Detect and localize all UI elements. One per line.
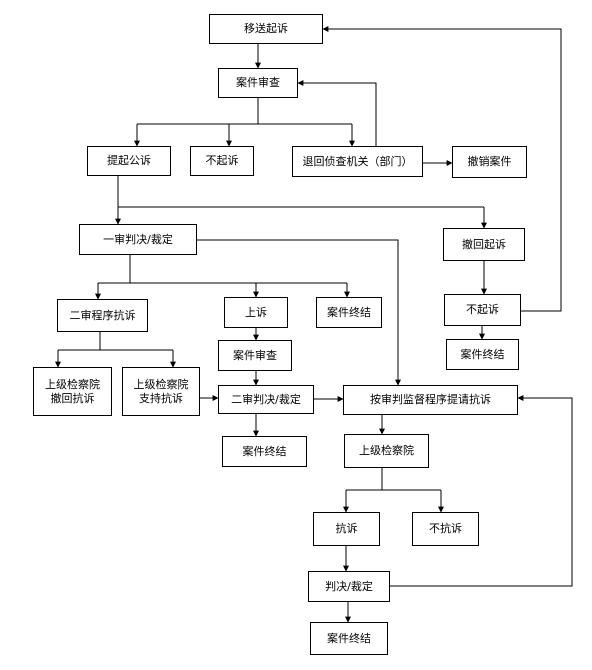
- node-case-review: 案件审查: [218, 68, 298, 98]
- node-supervision-protest: 按审判监督程序提请抗诉: [343, 385, 518, 415]
- node-case-closed-1: 案件终结: [316, 297, 382, 328]
- node-second-instance-judgment: 二审判决/裁定: [218, 385, 314, 414]
- node-protest: 抗诉: [313, 512, 380, 546]
- node-case-closed-3: 案件终结: [222, 436, 307, 467]
- edge-n12-n1: [322, 26, 562, 312]
- edge-n5-n2: [297, 80, 377, 146]
- node-first-instance-judgment: 一审判决/裁定: [79, 224, 197, 255]
- edge-n7-branch: [98, 255, 347, 284]
- node-no-protest: 不抗诉: [412, 512, 479, 546]
- node-case-review-2: 案件审查: [218, 340, 292, 371]
- edge-n9-branch: [58, 332, 173, 351]
- node-public-prosecution: 提起公诉: [87, 146, 171, 176]
- node-superior-withdraw-protest: 上级检察院 撤回抗诉: [33, 367, 112, 416]
- edge-n20-branch: [346, 468, 441, 491]
- node-no-prosecution-2: 不起诉: [444, 294, 521, 326]
- edge-n7-n18: [197, 239, 401, 386]
- edge-n23-n18: [390, 395, 573, 587]
- edge-n3-branch: [117, 176, 484, 208]
- node-superior-procuratorate: 上级检察院: [344, 434, 429, 468]
- node-case-closed-4: 案件终结: [310, 622, 388, 655]
- node-withdraw-prosecution: 撤回起诉: [443, 228, 525, 261]
- node-superior-support-protest: 上级检察院 支持抗诉: [122, 367, 200, 416]
- node-appeal: 上诉: [224, 297, 288, 328]
- node-judgment-ruling: 判决/裁定: [308, 571, 390, 602]
- node-case-closed-2: 案件终结: [446, 339, 519, 370]
- edge-n2-branch: [137, 98, 352, 125]
- node-second-instance-protest: 二审程序抗诉: [57, 299, 148, 332]
- node-transfer-prosecution: 移送起诉: [209, 14, 323, 44]
- node-return-investigation: 退回侦查机关（部门）: [292, 146, 423, 177]
- node-no-prosecution: 不起诉: [190, 146, 254, 176]
- node-revoke-case: 撤销案件: [452, 146, 527, 178]
